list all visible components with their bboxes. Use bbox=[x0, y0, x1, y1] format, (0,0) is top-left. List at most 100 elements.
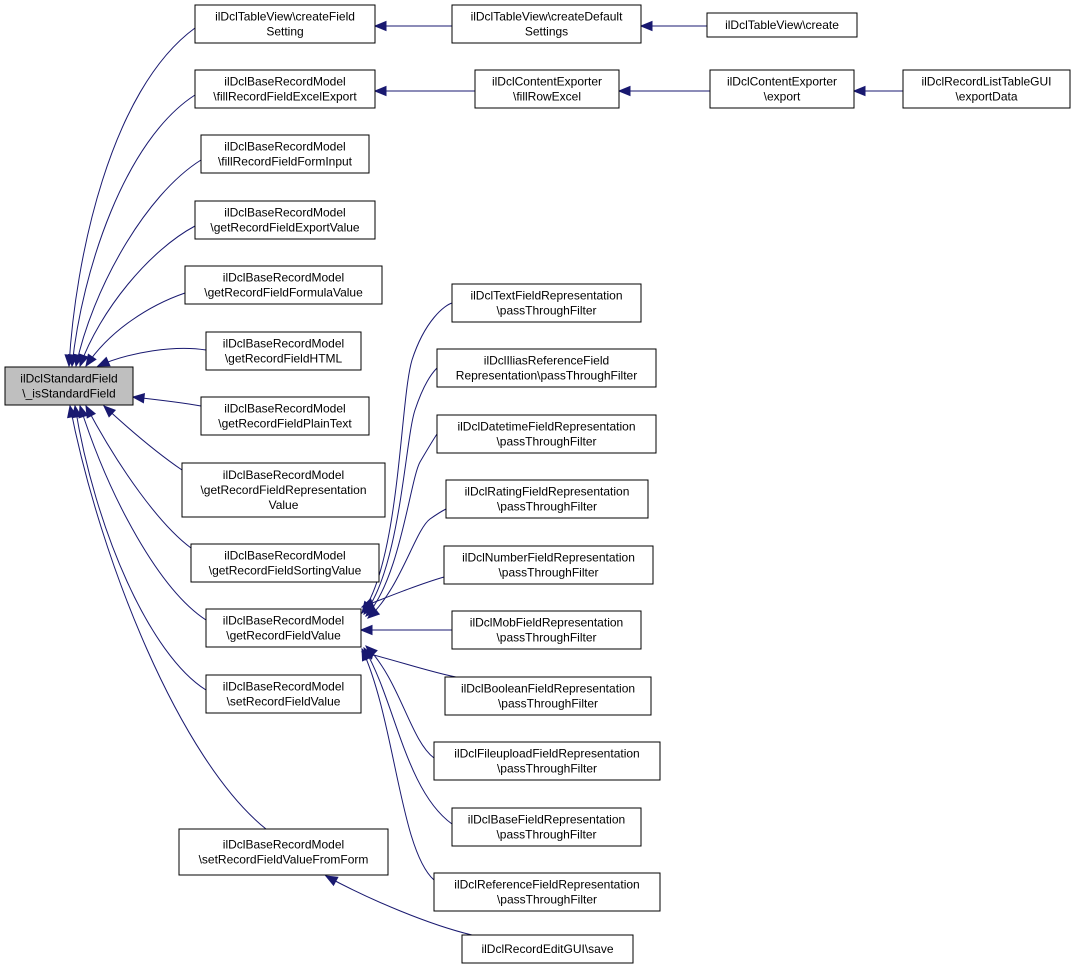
node-label-line: ilDclBaseRecordModel bbox=[223, 337, 344, 351]
arrowhead bbox=[373, 85, 387, 97]
node-box bbox=[205, 674, 362, 714]
node-label-line: \getRecordFieldSortingValue bbox=[209, 564, 362, 578]
node-fill-record-field-form-input[interactable]: ilDclBaseRecordModel\fillRecordFieldForm… bbox=[200, 134, 370, 174]
arrowhead bbox=[78, 353, 89, 368]
node-label-line: ilDclNumberFieldRepresentation bbox=[462, 551, 635, 565]
arrowhead bbox=[360, 597, 375, 608]
node-label-line: ilDclRecordListTableGUI bbox=[921, 75, 1051, 89]
edge-get-record-field-representation-value-to-root bbox=[103, 405, 183, 471]
node-label-line: ilDclMobFieldRepresentation bbox=[470, 616, 623, 630]
edge-line bbox=[367, 508, 447, 619]
node-ilias-ref-field-rep[interactable]: ilDclIliasReferenceFieldRepresentation\p… bbox=[436, 348, 657, 388]
node-label-line: \passThroughFilter bbox=[497, 893, 597, 907]
node-box bbox=[451, 4, 642, 44]
edge-line bbox=[74, 405, 207, 691]
node-box bbox=[451, 610, 642, 650]
node-export[interactable]: ilDclContentExporter\export bbox=[709, 69, 855, 109]
arrowhead bbox=[361, 647, 372, 662]
node-export-data[interactable]: ilDclRecordListTableGUI\exportData bbox=[902, 69, 1071, 109]
node-label-line: ilDclTextFieldRepresentation bbox=[470, 289, 622, 303]
node-box bbox=[902, 69, 1071, 109]
node-get-record-field-sorting-value[interactable]: ilDclBaseRecordModel\getRecordFieldSorti… bbox=[190, 543, 380, 583]
node-box bbox=[190, 543, 380, 583]
node-reference-field-rep[interactable]: ilDclReferenceFieldRepresentation\passTh… bbox=[433, 872, 661, 912]
node-box bbox=[451, 283, 642, 323]
node-box bbox=[706, 12, 858, 38]
node-number-field-rep[interactable]: ilDclNumberFieldRepresentation\passThrou… bbox=[443, 545, 654, 585]
arrowhead bbox=[96, 356, 111, 367]
node-box bbox=[444, 676, 652, 716]
node-get-record-field-formula-value[interactable]: ilDclBaseRecordModel\getRecordFieldFormu… bbox=[184, 265, 383, 305]
arrowhead bbox=[852, 85, 866, 97]
edge-line bbox=[361, 648, 435, 881]
node-box bbox=[194, 4, 376, 44]
arrowhead bbox=[367, 606, 381, 619]
edge-line bbox=[365, 433, 438, 617]
edge-get-record-field-formula-value-to-root bbox=[85, 292, 186, 368]
edge-record-edit-save-to-set-record-field-value-from-form bbox=[324, 875, 473, 936]
node-root[interactable]: ilDclStandardField\_isStandardField bbox=[4, 366, 134, 406]
node-label-line: ilDclBaseRecordModel bbox=[223, 271, 344, 285]
node-label-line: ilDclBaseRecordModel bbox=[223, 838, 344, 852]
node-label-line: Representation\passThroughFilter bbox=[456, 369, 637, 383]
node-box bbox=[436, 414, 657, 454]
node-label-line: ilDclBaseRecordModel bbox=[224, 402, 345, 416]
node-label-line: \passThroughFilter bbox=[496, 435, 596, 449]
node-fill-record-field-excel-export[interactable]: ilDclBaseRecordModel\fillRecordFieldExce… bbox=[194, 69, 376, 109]
node-box bbox=[445, 479, 649, 519]
node-label-line: \passThroughFilter bbox=[498, 566, 598, 580]
node-label-line: Settings bbox=[525, 25, 568, 39]
edge-create-default-settings-to-create-field-setting bbox=[373, 20, 452, 32]
node-box bbox=[436, 348, 657, 388]
node-get-record-field-plain-text[interactable]: ilDclBaseRecordModel\getRecordFieldPlain… bbox=[200, 396, 370, 436]
node-get-record-field-value[interactable]: ilDclBaseRecordModel\getRecordFieldValue bbox=[205, 608, 362, 648]
node-label-line: \getRecordFieldExportValue bbox=[210, 221, 360, 235]
edge-export-data-to-export bbox=[852, 85, 903, 97]
node-label-line: ilDclBaseRecordModel bbox=[223, 680, 344, 694]
node-label-line: Value bbox=[269, 498, 299, 512]
edge-mob-field-rep-to-get-record-field-value bbox=[359, 624, 452, 636]
edge-line bbox=[79, 225, 196, 367]
edge-set-record-field-value-from-form-to-root bbox=[67, 404, 267, 830]
node-get-record-field-representation-value[interactable]: ilDclBaseRecordModel\getRecordFieldRepre… bbox=[181, 462, 386, 518]
node-fileupload-field-rep[interactable]: ilDclFileuploadFieldRepresentation\passT… bbox=[433, 741, 661, 781]
node-fill-row-excel[interactable]: ilDclContentExporter\fillRowExcel bbox=[474, 69, 620, 109]
node-text-field-rep[interactable]: ilDclTextFieldRepresentation\passThrough… bbox=[451, 283, 642, 323]
edge-get-record-field-value-to-root bbox=[78, 404, 207, 621]
node-set-record-field-value[interactable]: ilDclBaseRecordModel\setRecordFieldValue bbox=[205, 674, 362, 714]
node-label-line: ilDclRecordEditGUI\save bbox=[481, 942, 613, 956]
node-mob-field-rep[interactable]: ilDclMobFieldRepresentation\passThroughF… bbox=[451, 610, 642, 650]
node-boolean-field-rep[interactable]: ilDclBooleanFieldRepresentation\passThro… bbox=[444, 676, 652, 716]
node-box bbox=[205, 331, 362, 371]
node-base-field-rep[interactable]: ilDclBaseFieldRepresentation\passThrough… bbox=[451, 807, 642, 847]
nodes-layer: ilDclStandardField\_isStandardFieldilDcl… bbox=[4, 4, 1071, 964]
edge-number-field-rep-to-get-record-field-value bbox=[360, 576, 445, 608]
node-get-record-field-export-value[interactable]: ilDclBaseRecordModel\getRecordFieldExpor… bbox=[194, 200, 376, 240]
node-label-line: \passThroughFilter bbox=[497, 500, 597, 514]
node-label-line: ilDclDatetimeFieldRepresentation bbox=[457, 420, 635, 434]
arrowhead bbox=[617, 85, 631, 97]
node-label-line: ilDclBaseRecordModel bbox=[223, 468, 344, 482]
node-set-record-field-value-from-form[interactable]: ilDclBaseRecordModel\setRecordFieldValue… bbox=[178, 828, 389, 876]
node-label-line: \getRecordFieldPlainText bbox=[218, 417, 352, 431]
node-label-line: \setRecordFieldValueFromForm bbox=[199, 853, 369, 867]
node-datetime-field-rep[interactable]: ilDclDatetimeFieldRepresentation\passThr… bbox=[436, 414, 657, 454]
node-record-edit-save[interactable]: ilDclRecordEditGUI\save bbox=[461, 934, 634, 964]
node-label-line: ilDclBaseRecordModel bbox=[224, 140, 345, 154]
node-box bbox=[178, 828, 389, 876]
edge-line bbox=[103, 405, 183, 471]
node-get-record-field-html[interactable]: ilDclBaseRecordModel\getRecordFieldHTML bbox=[205, 331, 362, 371]
edge-line bbox=[69, 405, 267, 830]
node-label-line: \_isStandardField bbox=[22, 387, 115, 401]
node-create[interactable]: ilDclTableView\create bbox=[706, 12, 858, 38]
edge-get-record-field-plain-text-to-root bbox=[131, 393, 202, 407]
node-rating-field-rep[interactable]: ilDclRatingFieldRepresentation\passThrou… bbox=[445, 479, 649, 519]
node-label-line: ilDclStandardField bbox=[20, 372, 117, 386]
node-box bbox=[194, 69, 376, 109]
edge-line bbox=[71, 94, 196, 367]
node-box bbox=[184, 265, 383, 305]
node-label-line: ilDclBaseRecordModel bbox=[224, 75, 345, 89]
node-label-line: ilDclBaseRecordModel bbox=[224, 206, 345, 220]
